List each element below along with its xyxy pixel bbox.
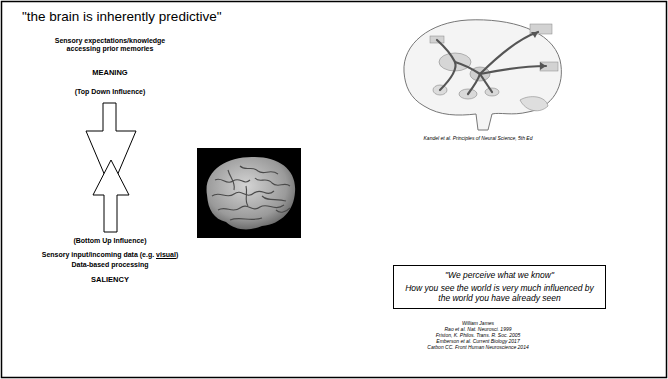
meaning-label: MEANING	[35, 68, 185, 77]
sensory-input-note: Sensory input/incoming data (e.g. visual…	[15, 251, 205, 259]
top-down-label: (Top Down Influence)	[35, 88, 185, 96]
reference: William James	[378, 320, 578, 326]
figure-credit: Kandel et al. Principles of Neural Scien…	[378, 135, 578, 141]
reference: Emberson et al. Current Biology 2017	[378, 338, 578, 344]
brain-pathway-diagram	[404, 20, 561, 130]
saliency-label: SALIENCY	[35, 275, 185, 284]
reference: Rao et al. Nat. Neurosci. 1999	[378, 326, 578, 332]
quote-heading: "We perceive what we know"	[400, 270, 599, 281]
reference: Carbon CC. Front Human Neuroscience 2014	[378, 344, 578, 350]
processing-note: Data-based processing	[25, 261, 195, 269]
bottom-up-label: (Bottom Up Influence)	[25, 237, 195, 245]
reference: Friston, K. Philos. Trans. R. Soc. 2005	[378, 332, 578, 338]
slide-title: "the brain is inherently predictive"	[22, 9, 221, 25]
influence-arrows	[86, 103, 136, 232]
brain-photo	[197, 148, 301, 238]
expectation-note: Sensory expectations/knowledge accessing…	[43, 37, 177, 54]
quote-box: "We perceive what we know" How you see th…	[393, 265, 606, 309]
quote-body: How you see the world is very much influ…	[400, 283, 599, 304]
